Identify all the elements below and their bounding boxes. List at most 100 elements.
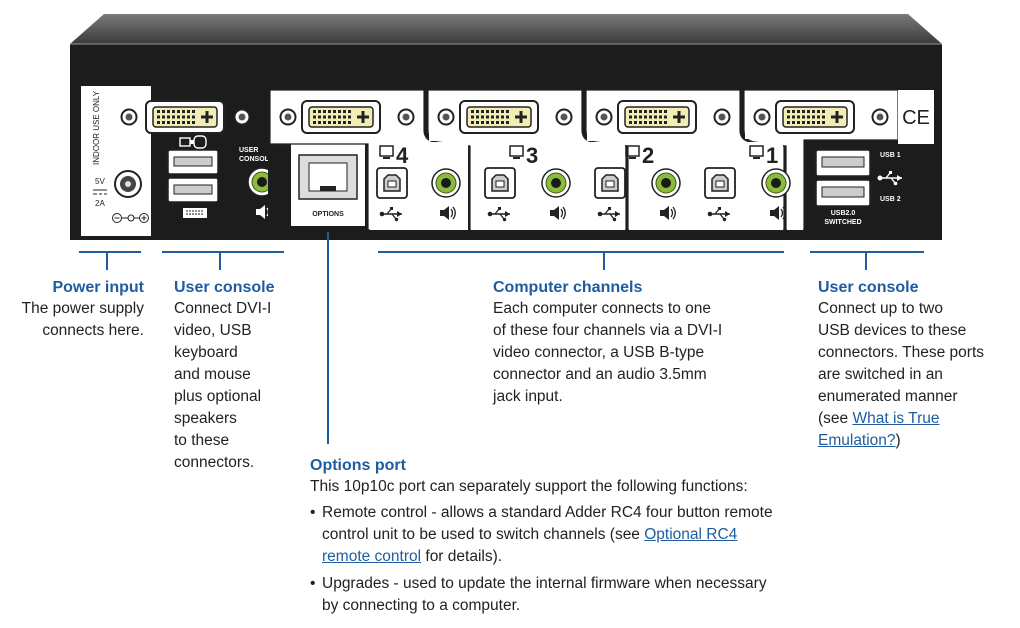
callout-line: video, USB	[174, 322, 252, 339]
power-area	[81, 86, 151, 236]
options-list: • Remote control - allows a standard Add…	[310, 502, 910, 617]
callout-title: User console	[818, 279, 919, 296]
options-bullet-upgrades: • Upgrades - used to update the internal…	[310, 573, 910, 617]
callout-user-console-right: User console Connect up to two USB devic…	[818, 277, 1018, 452]
channel-4-dvi-port[interactable]	[301, 100, 381, 134]
usb-icon	[379, 207, 402, 222]
callout-leaders	[79, 251, 924, 270]
callout-power-input: Power input The power supply connects he…	[6, 277, 144, 342]
user-console-label-2: CONSOLE	[239, 156, 274, 163]
channel-4-audio-jack[interactable]	[431, 168, 461, 198]
callout-computer-channels: Computer channels Each computer connects…	[493, 277, 783, 408]
callout-line: video connector, a USB B-type	[493, 344, 705, 361]
svg-text:1: 1	[766, 143, 778, 168]
speaker-icon	[550, 206, 566, 220]
monitor-icon	[379, 145, 394, 157]
true-emulation-link[interactable]: What is True	[852, 410, 940, 427]
channel-3-dvi-port[interactable]	[459, 100, 539, 134]
callout-line: The power supply	[21, 300, 144, 317]
console-dvi-port[interactable]	[145, 100, 225, 134]
callout-line: Connect up to two	[818, 300, 943, 317]
rc4-link[interactable]: Optional RC4	[644, 526, 738, 543]
callout-line: Connect DVI-I	[174, 300, 272, 317]
polarity-icon	[112, 213, 149, 223]
monitor-icon	[179, 135, 207, 149]
usb2-label: USB 2	[880, 196, 901, 203]
callout-line: connector and an audio 3.5mm	[493, 366, 707, 383]
channel-port-icons	[379, 206, 786, 222]
bullet-line: remote control for details).	[322, 546, 910, 568]
callout-title: Power input	[52, 279, 144, 296]
user-console-left-ports: USER CONSOLE	[120, 100, 277, 220]
usb-icon	[487, 207, 510, 222]
speaker-icon	[770, 206, 786, 220]
see-suffix: )	[895, 432, 901, 449]
bullet-line: Remote control - allows a standard Adder…	[322, 504, 773, 521]
callout-user-console-left: User console Connect DVI-I video, USB ke…	[174, 277, 294, 474]
callout-see-line-2: Emulation?)	[818, 430, 1018, 452]
channel-1-dvi-port[interactable]	[775, 100, 855, 134]
svg-text:4: 4	[396, 143, 409, 168]
monitor-icon	[509, 145, 524, 157]
bullet-line: Upgrades - used to update the internal f…	[322, 575, 767, 592]
callout-line: connects here.	[42, 322, 144, 339]
callout-line: connectors. These ports	[818, 344, 984, 361]
channel-4-label: 4	[379, 143, 409, 168]
usb-icon	[707, 207, 730, 222]
callout-title: Options port	[310, 457, 406, 474]
see-prefix: (see	[818, 410, 853, 427]
callout-title: Computer channels	[493, 279, 643, 296]
bullet-icon: •	[310, 504, 316, 521]
options-bullet-remote: • Remote control - allows a standard Add…	[310, 502, 910, 568]
usb1-label: USB 1	[880, 152, 901, 159]
indoor-use-label: INDOOR USE ONLY	[92, 90, 101, 165]
channel-3-usb-b-port[interactable]	[484, 167, 516, 199]
ce-mark: CE	[902, 107, 930, 129]
rc4-link-cont[interactable]: remote control	[322, 548, 422, 565]
callout-line: USB devices to these	[818, 322, 967, 339]
channel-2-audio-jack[interactable]	[651, 168, 681, 198]
callout-line: and mouse	[174, 366, 251, 383]
svg-text:2: 2	[642, 143, 654, 168]
callout-line: keyboard	[174, 344, 238, 361]
speaker-icon	[440, 206, 456, 220]
channel-3-label: 3	[509, 143, 538, 168]
callout-options-port: Options port This 10p10c port can separa…	[310, 455, 910, 622]
usb-switched-label-2: SWITCHED	[824, 219, 861, 226]
channel-labels: 4 3 2 1	[379, 143, 778, 168]
callout-line: plus optional	[174, 388, 262, 405]
callout-line: jack input.	[493, 388, 563, 405]
callout-line: of these four channels via a DVI-I	[493, 322, 723, 339]
options-leader	[327, 232, 329, 444]
channel-2-dvi-port[interactable]	[617, 100, 697, 134]
callout-line: Each computer connects to one	[493, 300, 711, 317]
user-console-right-ports: USB 1 USB 2 USB2.0 SWITCHED	[806, 144, 936, 230]
bullet-text: for details).	[421, 548, 503, 565]
callout-see-line: (see What is True	[818, 408, 1018, 430]
bullet-line: control unit to be used to switch channe…	[322, 524, 910, 546]
callout-line: to these	[174, 432, 230, 449]
channel-1-label: 1	[749, 143, 778, 168]
callout-line: are switched in an	[818, 366, 943, 383]
power-current-label: 2A	[95, 199, 105, 208]
usb-switched-label-1: USB2.0	[831, 210, 856, 217]
power-voltage-label: 5V	[95, 177, 105, 186]
ce-area	[898, 90, 934, 145]
channel-1-audio-jack[interactable]	[761, 168, 791, 198]
usb-icon	[597, 207, 620, 222]
monitor-icon	[749, 145, 764, 157]
channel-2-label: 2	[625, 143, 654, 168]
channel-4-usb-b-port[interactable]	[376, 167, 408, 199]
kvm-switch-rear-panel: INDOOR USE ONLY 5V 2A USER	[70, 14, 942, 270]
chassis-top	[70, 14, 942, 44]
true-emulation-link-cont[interactable]: Emulation?	[818, 432, 896, 449]
callout-title: User console	[174, 279, 275, 296]
options-label: OPTIONS	[312, 211, 344, 218]
channel-1-usb-b-port[interactable]	[704, 167, 736, 199]
bullet-line: by connecting to a computer.	[322, 597, 521, 614]
bullet-text: control unit to be used to switch channe…	[322, 526, 645, 543]
channel-2-usb-b-port[interactable]	[594, 167, 626, 199]
callout-line: enumerated manner	[818, 388, 958, 405]
channel-3-audio-jack[interactable]	[541, 168, 571, 198]
options-intro: This 10p10c port can separately support …	[310, 478, 748, 495]
